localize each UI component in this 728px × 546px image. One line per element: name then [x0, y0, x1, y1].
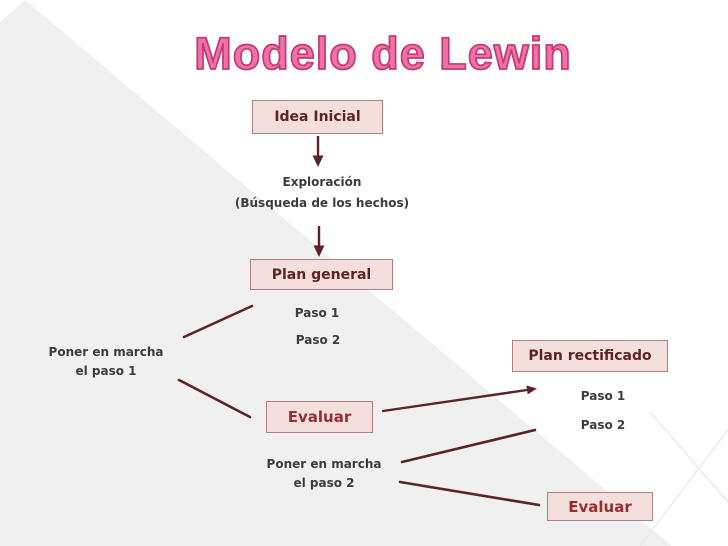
- label-paso1-left: Paso 1: [294, 306, 340, 320]
- arrowhead-idea-to-exploracion: [312, 155, 324, 167]
- node-evaluar-2-label: Evaluar: [568, 497, 632, 516]
- node-plan-general-label: Plan general: [271, 266, 372, 283]
- slide-title: Modelo de Lewin: [193, 27, 572, 80]
- background-accent-line: [639, 429, 728, 546]
- node-plan-rectificado: Plan rectificado: [512, 340, 668, 372]
- label-exploracion: Exploración (Búsqueda de los hechos): [235, 172, 409, 214]
- node-evaluar-1: Evaluar: [266, 401, 373, 433]
- label-poner2-line1: Poner en marcha: [266, 457, 382, 471]
- label-paso2-right: Paso 2: [580, 418, 626, 432]
- node-idea-inicial-label: Idea Inicial: [274, 109, 361, 125]
- node-plan-rectificado-label: Plan rectificado: [528, 348, 652, 364]
- label-paso1-right: Paso 1: [580, 389, 626, 403]
- label-paso2-left: Paso 2: [295, 333, 341, 347]
- arrowhead-evaluar-to-plan-rectificado: [526, 385, 537, 395]
- label-exploracion-line1: Exploración: [282, 175, 362, 189]
- label-poner-en-marcha-paso2: Poner en marcha el paso 2: [267, 455, 382, 493]
- label-exploracion-line2: (Búsqueda de los hechos): [234, 196, 410, 210]
- node-evaluar-1-label: Evaluar: [287, 408, 352, 426]
- background-accent-line: [649, 411, 728, 503]
- node-idea-inicial: Idea Inicial: [252, 100, 383, 134]
- label-poner-en-marcha-paso1: Poner en marcha el paso 1: [49, 343, 164, 381]
- label-poner1-line1: Poner en marcha: [48, 345, 164, 359]
- label-poner2-line2: el paso 2: [293, 476, 355, 490]
- node-evaluar-2: Evaluar: [547, 492, 653, 521]
- node-plan-general: Plan general: [250, 259, 393, 290]
- label-poner1-line2: el paso 1: [75, 364, 137, 378]
